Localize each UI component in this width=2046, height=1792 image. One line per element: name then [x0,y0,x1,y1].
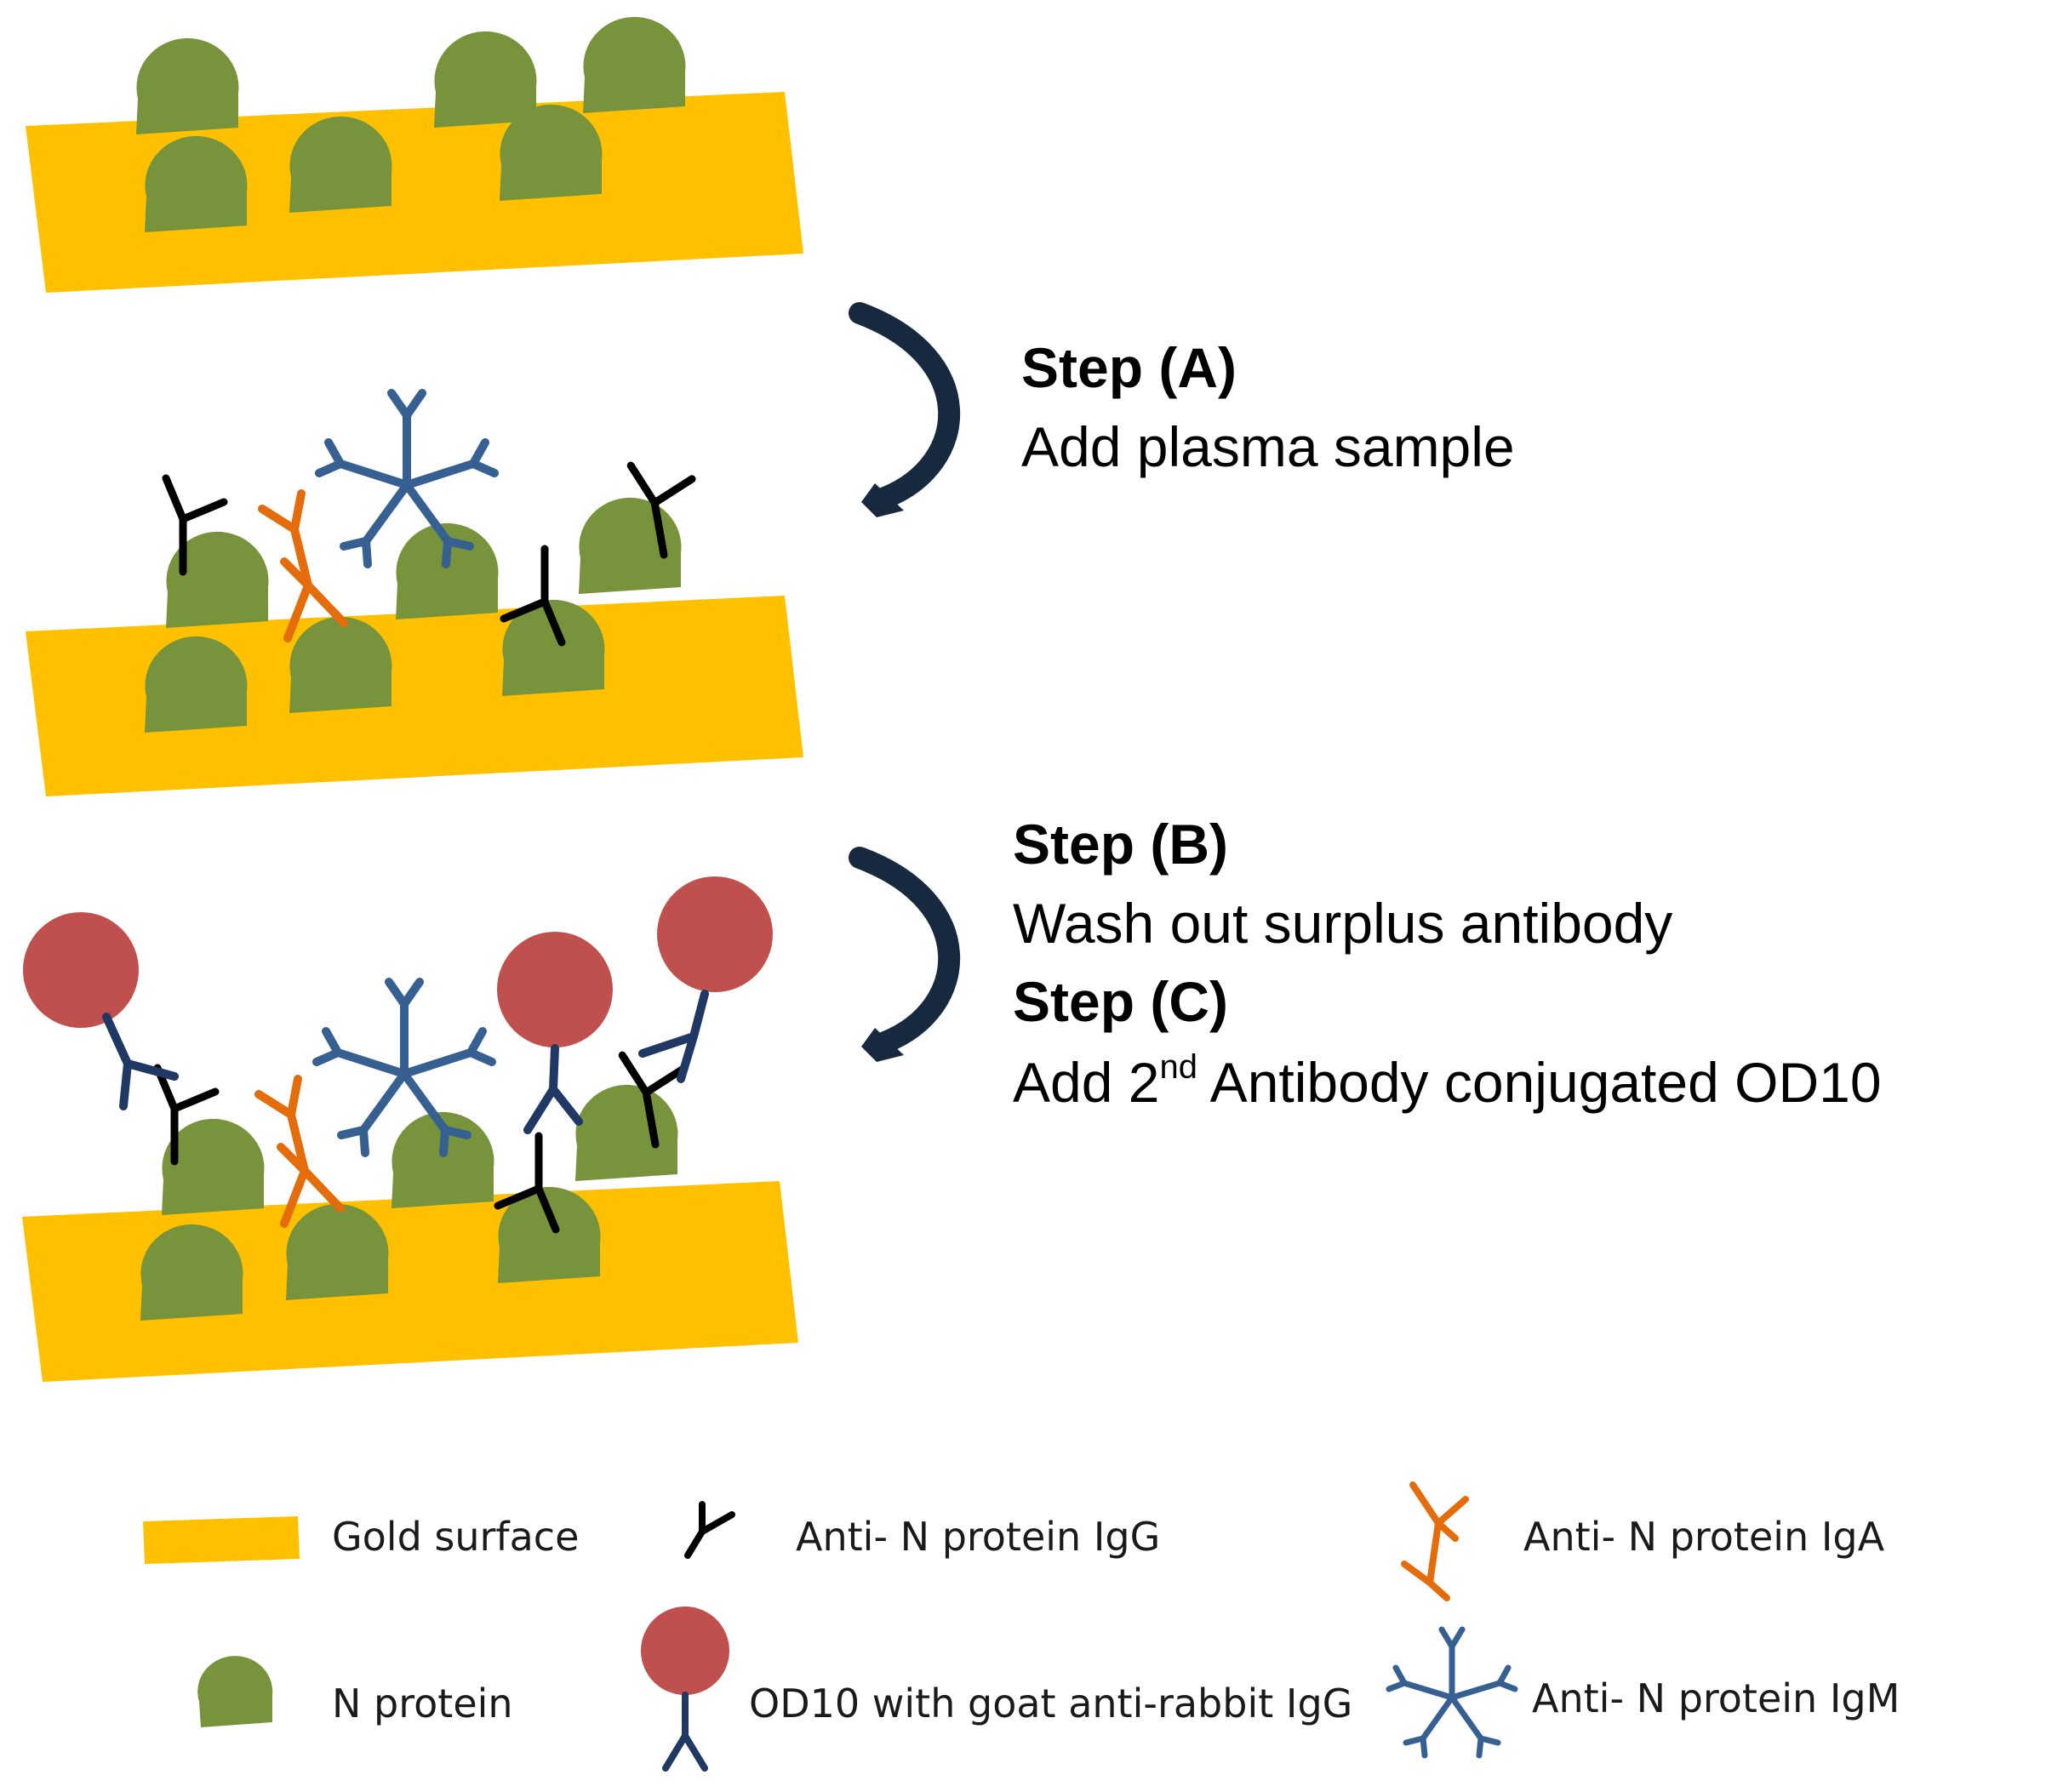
gold-surface-2 [26,596,803,796]
igm-icon [1386,1626,1518,1759]
legend-igm-label: Anti- N protein IgM [1532,1675,1900,1721]
igg-icon [684,1501,735,1559]
legend-gold-surface-label: Gold surface [332,1514,579,1560]
od10-icon [641,1607,729,1695]
n-protein-icon [197,1656,273,1727]
panel-1 [26,16,803,293]
step-b-description: Wash out surplus antibody [1013,892,1672,955]
legend-igg: Anti- N protein IgG [684,1501,1160,1560]
step-a-arrow [849,302,960,517]
legend-n-protein: N protein [197,1656,513,1727]
step-a-label: Step (A) Add plasma sample [1021,336,1515,478]
od10-conjugate [638,876,773,1083]
step-bc-label: Step (B) Wash out surplus antibody Step … [1013,813,1882,1114]
step-c-description: Add 2nd Antibody conjugated OD10 [1013,1048,1882,1114]
panel-2 [26,393,803,796]
od10-conjugate [23,912,179,1110]
step-c-title: Step (C) [1013,970,1228,1033]
legend-od10-label: OD10 with goat anti-rabbit IgG [749,1681,1352,1726]
legend-iga: Anti- N protein IgA [1401,1481,1885,1601]
step-a-title: Step (A) [1021,336,1237,399]
gold-surface-3 [22,1181,798,1382]
od10-antibody-icon [662,1692,708,1772]
anti-n-iga [262,494,344,638]
legend-igg-label: Anti- N protein IgG [796,1514,1160,1560]
step-bc-arrow [849,847,960,1062]
step-b-title: Step (B) [1013,813,1228,876]
legend-od10: OD10 with goat anti-rabbit IgG [641,1607,1352,1772]
step-a-description: Add plasma sample [1021,415,1515,478]
iga-icon [1401,1481,1469,1601]
od10-conjugate [497,932,613,1134]
legend: Gold surface Anti- N protein IgG Anti- N… [143,1481,1900,1772]
legend-n-protein-label: N protein [332,1681,513,1726]
legend-iga-label: Anti- N protein IgA [1523,1514,1885,1560]
panel-3 [22,876,798,1382]
legend-gold-surface: Gold surface [143,1514,579,1564]
legend-igm: Anti- N protein IgM [1386,1626,1900,1759]
anti-n-iga [259,1079,340,1224]
gold-surface-swatch [143,1516,300,1564]
